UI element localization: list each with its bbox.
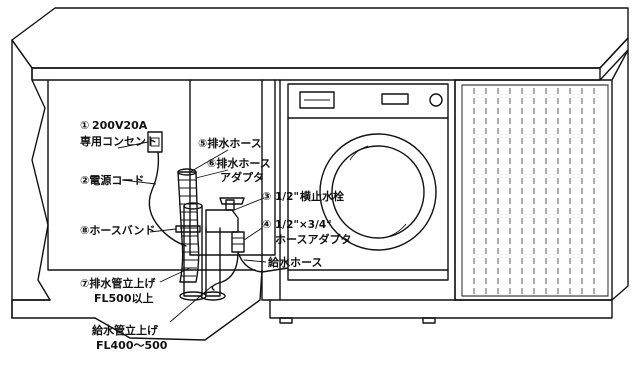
left-side-wall: [11, 39, 51, 301]
label-outlet-line2: 専用コンセント: [80, 134, 157, 148]
foot-left: [279, 317, 293, 324]
floor-edge: [11, 299, 96, 319]
supply-standpipe: [205, 227, 221, 297]
label-drain-adapter-1: ⑥排水ホース: [207, 156, 271, 170]
right-cabinet-door: [461, 84, 609, 297]
label-power-cord: ②電源コード: [80, 173, 144, 187]
label-drain-pipe-2: FL500以上: [94, 291, 154, 305]
leader-adapter: [243, 227, 263, 241]
label-faucet-size: 1/2": [275, 191, 299, 203]
leader-supply-pipe: [169, 285, 213, 323]
countertop-top: [11, 7, 629, 69]
label-outlet-num: ①: [80, 119, 89, 132]
leader-power-cord: [121, 179, 157, 185]
right-cabinet-frame: [454, 49, 629, 301]
leader-faucet: [233, 197, 265, 211]
adapter-threads: [232, 237, 244, 245]
outlet-socket: [150, 137, 160, 147]
stop-valve: [205, 209, 239, 233]
detergent-drawer: [299, 91, 335, 109]
right-cabinet-hatching: [473, 88, 595, 294]
leader-hose-band: [149, 228, 177, 233]
label-supply-pipe-2: FL400～500: [96, 339, 168, 352]
drain-standpipe-top: [183, 202, 203, 210]
foot-mid: [422, 317, 436, 324]
drain-hose: [177, 171, 200, 283]
label-adapter-line2: ホースアダプタ: [275, 232, 351, 246]
label-drain-adapter-2: アダプタ: [220, 170, 264, 184]
hose-adapter: [231, 231, 245, 253]
hose-band-clip: [175, 225, 201, 233]
washer-door-inner: [331, 145, 425, 239]
leader-drain-hose: [189, 149, 229, 173]
drain-hose-top: [177, 168, 197, 176]
plinth: [269, 299, 613, 319]
label-supply-hose: 給水ホース: [268, 255, 322, 269]
supply-hose: [211, 251, 289, 291]
right-cabinet: [454, 49, 629, 301]
label-adapter-size: 1/2"×3/4": [275, 219, 332, 231]
label-drain-pipe-1: ⑦排水管立上げ: [80, 276, 156, 290]
washer-door-outer: [319, 133, 437, 251]
leader-drain-pipe: [159, 267, 191, 283]
drain-standpipe: [183, 205, 203, 297]
valve-stem: [225, 199, 235, 211]
countertop-front: [31, 37, 629, 81]
control-display: [381, 93, 409, 105]
rear-panel: [189, 79, 276, 256]
text-labels: ① 200V20A 専用コンセント ②電源コード ⑤排水ホース ⑥排水ホース ア…: [80, 119, 351, 352]
washing-machine: [287, 83, 449, 281]
power-cord-line: [148, 151, 187, 247]
label-hose-band: ⑧ホースバンド: [80, 224, 155, 237]
leader-outlet: [117, 141, 149, 149]
leader-supply-hose: [243, 259, 267, 263]
label-outlet-line1: 200V20A: [92, 119, 148, 132]
label-drain-hose: ⑤排水ホース: [198, 136, 262, 150]
leader-drain-adapter: [195, 169, 229, 179]
door-reflection: [349, 145, 407, 239]
label-adapter-num: ④: [262, 218, 271, 231]
control-dial: [429, 93, 443, 107]
washer-body: [287, 83, 449, 281]
label-supply-pipe-1: 給水管立上げ: [92, 323, 159, 337]
valve-handle: [219, 197, 245, 205]
label-faucet-num: ③: [262, 190, 271, 203]
drain-assembly: [175, 168, 207, 301]
leader-lines: [117, 141, 267, 323]
label-faucet-line: 横止水栓: [300, 189, 344, 203]
